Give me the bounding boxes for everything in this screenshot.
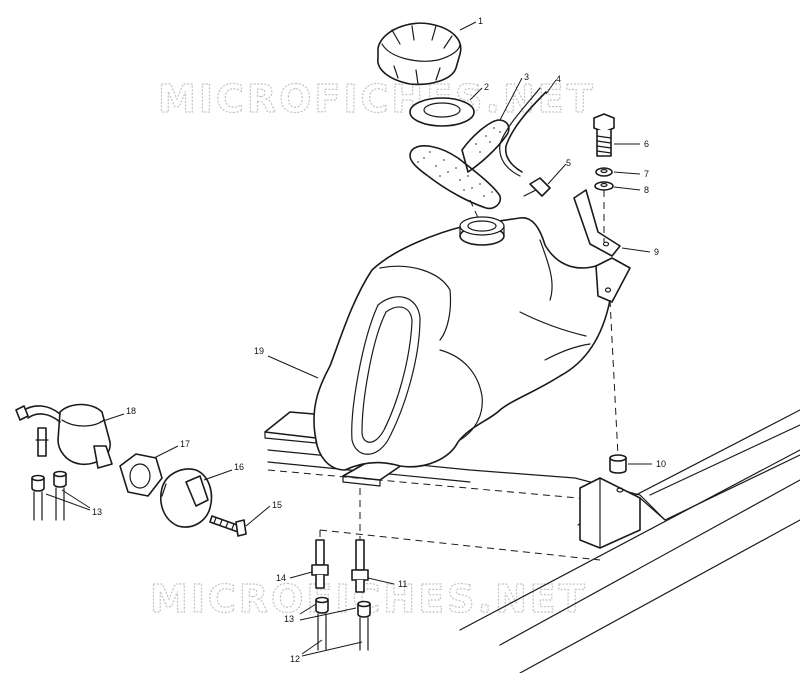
grommets-lower [315, 596, 371, 618]
callout-15: 15 [272, 500, 282, 510]
grommets-left [31, 470, 67, 521]
hoses-lower [317, 613, 369, 651]
callout-12: 12 [290, 654, 300, 664]
callout-11: 11 [398, 579, 407, 589]
vent-fitting [523, 177, 551, 197]
valve-knob [160, 468, 213, 528]
callout-13-lower: 13 [284, 614, 294, 624]
flat-washer [594, 181, 614, 191]
callout-17: 17 [180, 439, 190, 449]
watermark-top: MICROFICHES.NET [158, 77, 596, 121]
callout-4: 4 [556, 74, 561, 84]
foam-pad [409, 119, 510, 210]
callout-3: 3 [524, 72, 529, 82]
callout-18: 18 [126, 406, 136, 416]
callout-6: 6 [644, 139, 649, 149]
callout-2: 2 [484, 82, 489, 92]
callout-labels: 1 2 3 4 5 6 7 8 9 10 11 12 13 13 14 15 1… [92, 16, 666, 664]
spacer [609, 454, 627, 474]
vent-hose [499, 87, 547, 177]
fuel-tank [313, 216, 631, 471]
callout-13-left: 13 [92, 507, 102, 517]
fuel-valve [15, 403, 113, 469]
callout-19: 19 [254, 346, 264, 356]
assembly-guides [319, 190, 619, 540]
frame-rails [267, 409, 800, 673]
callout-16: 16 [234, 462, 244, 472]
callout-14: 14 [276, 573, 286, 583]
callout-8: 8 [644, 185, 649, 195]
callout-1: 1 [478, 16, 483, 26]
callout-7: 7 [644, 169, 649, 179]
callout-5: 5 [566, 158, 571, 168]
stud-left [311, 539, 329, 589]
tank-bracket [573, 189, 621, 257]
callout-9: 9 [654, 247, 659, 257]
valve-screw [209, 515, 247, 537]
lock-washer [595, 167, 613, 177]
stud-right [351, 539, 369, 593]
fuel-cap [377, 22, 462, 86]
watermark-bottom: MICROFICHES.NET [150, 577, 588, 621]
valve-nut [119, 453, 163, 497]
leader-lines [45, 21, 652, 657]
callout-10: 10 [656, 459, 666, 469]
mount-bolt [593, 113, 615, 157]
cap-seal [409, 97, 475, 127]
